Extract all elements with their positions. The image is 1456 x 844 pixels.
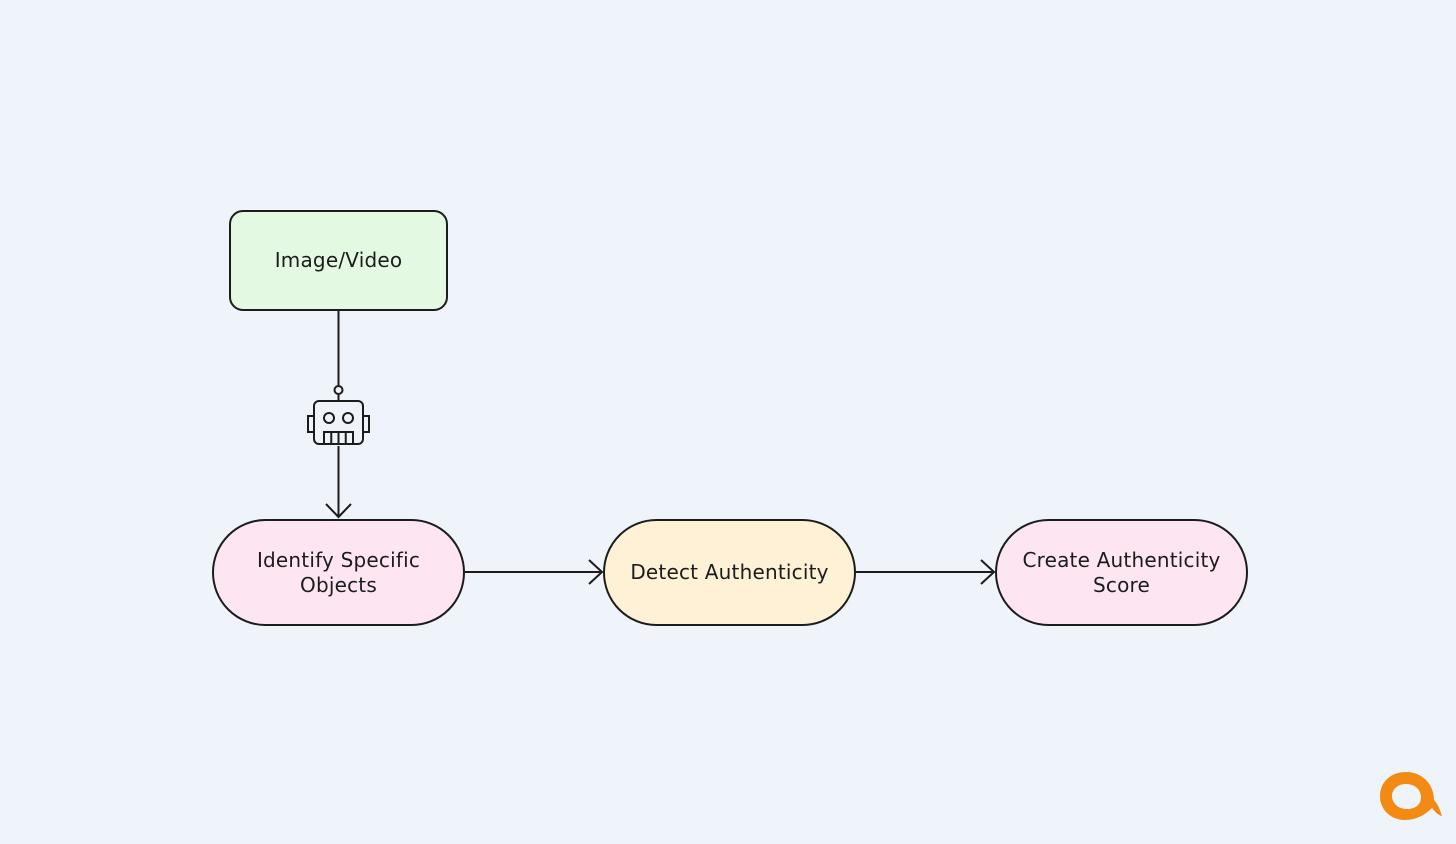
robot-icon <box>307 385 370 445</box>
node-score-label: Create Authenticity Score <box>1022 547 1221 597</box>
arrowhead-score <box>980 559 996 585</box>
node-detect-label: Detect Authenticity <box>630 560 829 584</box>
arrowhead-identify <box>325 503 352 519</box>
arrowhead-detect <box>588 559 604 585</box>
node-create-authenticity-score: Create Authenticity Score <box>995 519 1248 626</box>
node-image-video-label: Image/Video <box>274 248 403 272</box>
node-image-video: Image/Video <box>229 210 448 311</box>
node-identify-specific-objects: Identify Specific Objects <box>212 519 465 626</box>
node-detect-authenticity: Detect Authenticity <box>603 519 856 626</box>
brand-logo-icon <box>1380 772 1442 820</box>
node-identify-label: Identify Specific Objects <box>256 547 421 597</box>
